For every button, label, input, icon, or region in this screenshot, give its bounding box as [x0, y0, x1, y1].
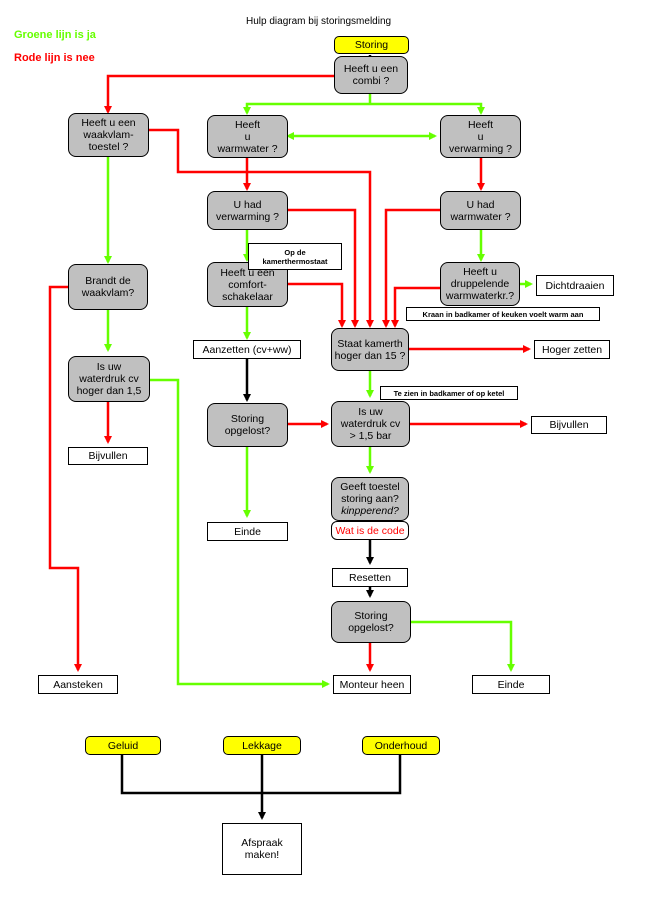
- edge-brandt-no: [48, 285, 82, 672]
- edge-comfort-no: [288, 282, 346, 328]
- node-verwarming: Heeft u verwarming ?: [440, 115, 521, 158]
- node-lekkage: Lekkage: [223, 736, 301, 755]
- node-waakvlamtoestel: Heeft u een waakvlam- toestel ?: [68, 113, 149, 157]
- node-storing-opgelost2: Storing opgelost?: [331, 601, 411, 643]
- node-waterdruk-left: Is uw waterdruk cv hoger dan 1,5: [68, 356, 150, 402]
- node-onderhoud: Onderhoud: [362, 736, 440, 755]
- node-afspraak: Afspraak maken!: [222, 823, 302, 875]
- edge-drup-no: [391, 286, 440, 328]
- geeft-toestel-text: Geeft toestel storing aan?: [340, 481, 400, 505]
- node-waterdruk-mid: Is uw waterdruk cv > 1,5 bar: [331, 401, 410, 447]
- node-geluid: Geluid: [85, 736, 161, 755]
- node-code: Wat is de code: [331, 521, 409, 540]
- node-dichtdraaien: Dichtdraaien: [536, 275, 614, 296]
- geeft-toestel-italic: kinpperend?: [341, 505, 399, 517]
- edge-uhw-no: [382, 208, 440, 328]
- node-note-kraan: Kraan in badkamer of keuken voelt warm a…: [406, 307, 600, 321]
- edge-wdl-yes: [150, 378, 330, 688]
- node-storing: Storing: [334, 36, 409, 54]
- node-aanzetten: Aanzetten (cv+ww): [193, 340, 301, 359]
- node-geeft-toestel: Geeft toestel storing aan?kinpperend?: [331, 477, 409, 521]
- node-bijvullen-right: Bijvullen: [531, 416, 607, 434]
- node-bijvullen-left: Bijvullen: [68, 447, 148, 465]
- node-einde1: Einde: [207, 522, 288, 541]
- edge-combi-yes-vw: [370, 102, 485, 115]
- node-storing-opgelost1: Storing opgelost?: [207, 403, 288, 447]
- page-title: Hulp diagram bij storingsmelding: [246, 16, 392, 27]
- node-monteur: Monteur heen: [333, 675, 411, 694]
- node-uhad-warmwater: U had warmwater ?: [440, 191, 521, 230]
- node-einde2: Einde: [472, 675, 550, 694]
- node-warmwater: Heeft u warmwater ?: [207, 115, 288, 158]
- edge-so2-yes: [411, 620, 515, 672]
- edge-uhv-no: [288, 208, 359, 328]
- edge-combi-no: [104, 74, 334, 114]
- legend-green: Groene lijn is ja: [14, 29, 96, 41]
- node-resetten: Resetten: [332, 568, 408, 587]
- node-combi: Heeft u een combi ?: [334, 56, 408, 94]
- node-druppelend: Heeft u druppelende warmwaterkr.?: [440, 262, 520, 306]
- node-aansteken: Aansteken: [38, 675, 118, 694]
- node-hoger-zetten: Hoger zetten: [534, 340, 610, 359]
- node-kamerth: Staat kamerth hoger dan 15 ?: [331, 328, 409, 371]
- edge-waakvlam-no: [149, 128, 374, 328]
- node-note-thermostaat: Op de kamerthermostaat: [248, 243, 342, 270]
- node-uhad-verwarming: U had verwarming ?: [207, 191, 288, 230]
- legend-red: Rode lijn is nee: [14, 52, 95, 64]
- node-brandt: Brandt de waakvlam?: [68, 264, 148, 310]
- node-note-badkamer: Te zien in badkamer of op ketel: [380, 386, 518, 400]
- edge-combi-yes-ww: [243, 102, 370, 115]
